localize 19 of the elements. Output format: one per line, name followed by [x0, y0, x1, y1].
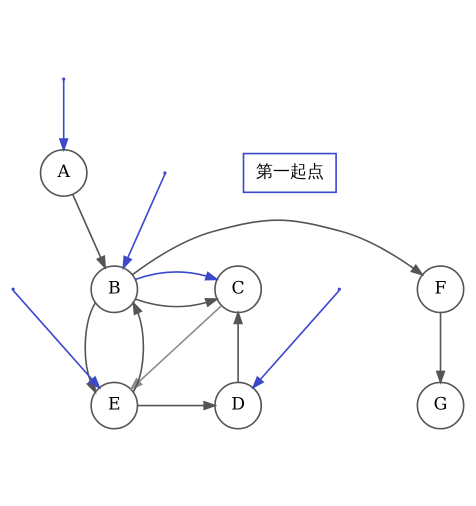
- node-circle: D: [214, 381, 262, 429]
- arrow: [72, 194, 106, 270]
- node-circle: C: [214, 264, 262, 313]
- arrow: [122, 173, 166, 270]
- node-circle: E: [90, 381, 138, 429]
- arrow: [132, 300, 144, 392]
- arrow: [135, 270, 220, 280]
- arrow: [251, 289, 340, 389]
- arrow: [233, 310, 244, 382]
- arrow: [436, 312, 446, 384]
- node-circle: A: [40, 148, 88, 196]
- node-circle: G: [416, 381, 464, 429]
- arrow: [138, 400, 218, 410]
- node-circle: B: [90, 264, 138, 313]
- arrow: [135, 298, 220, 307]
- arrow: [58, 79, 69, 152]
- node-box: 第一起点: [242, 152, 337, 193]
- node-circle: F: [416, 264, 464, 313]
- arrow: [132, 218, 424, 276]
